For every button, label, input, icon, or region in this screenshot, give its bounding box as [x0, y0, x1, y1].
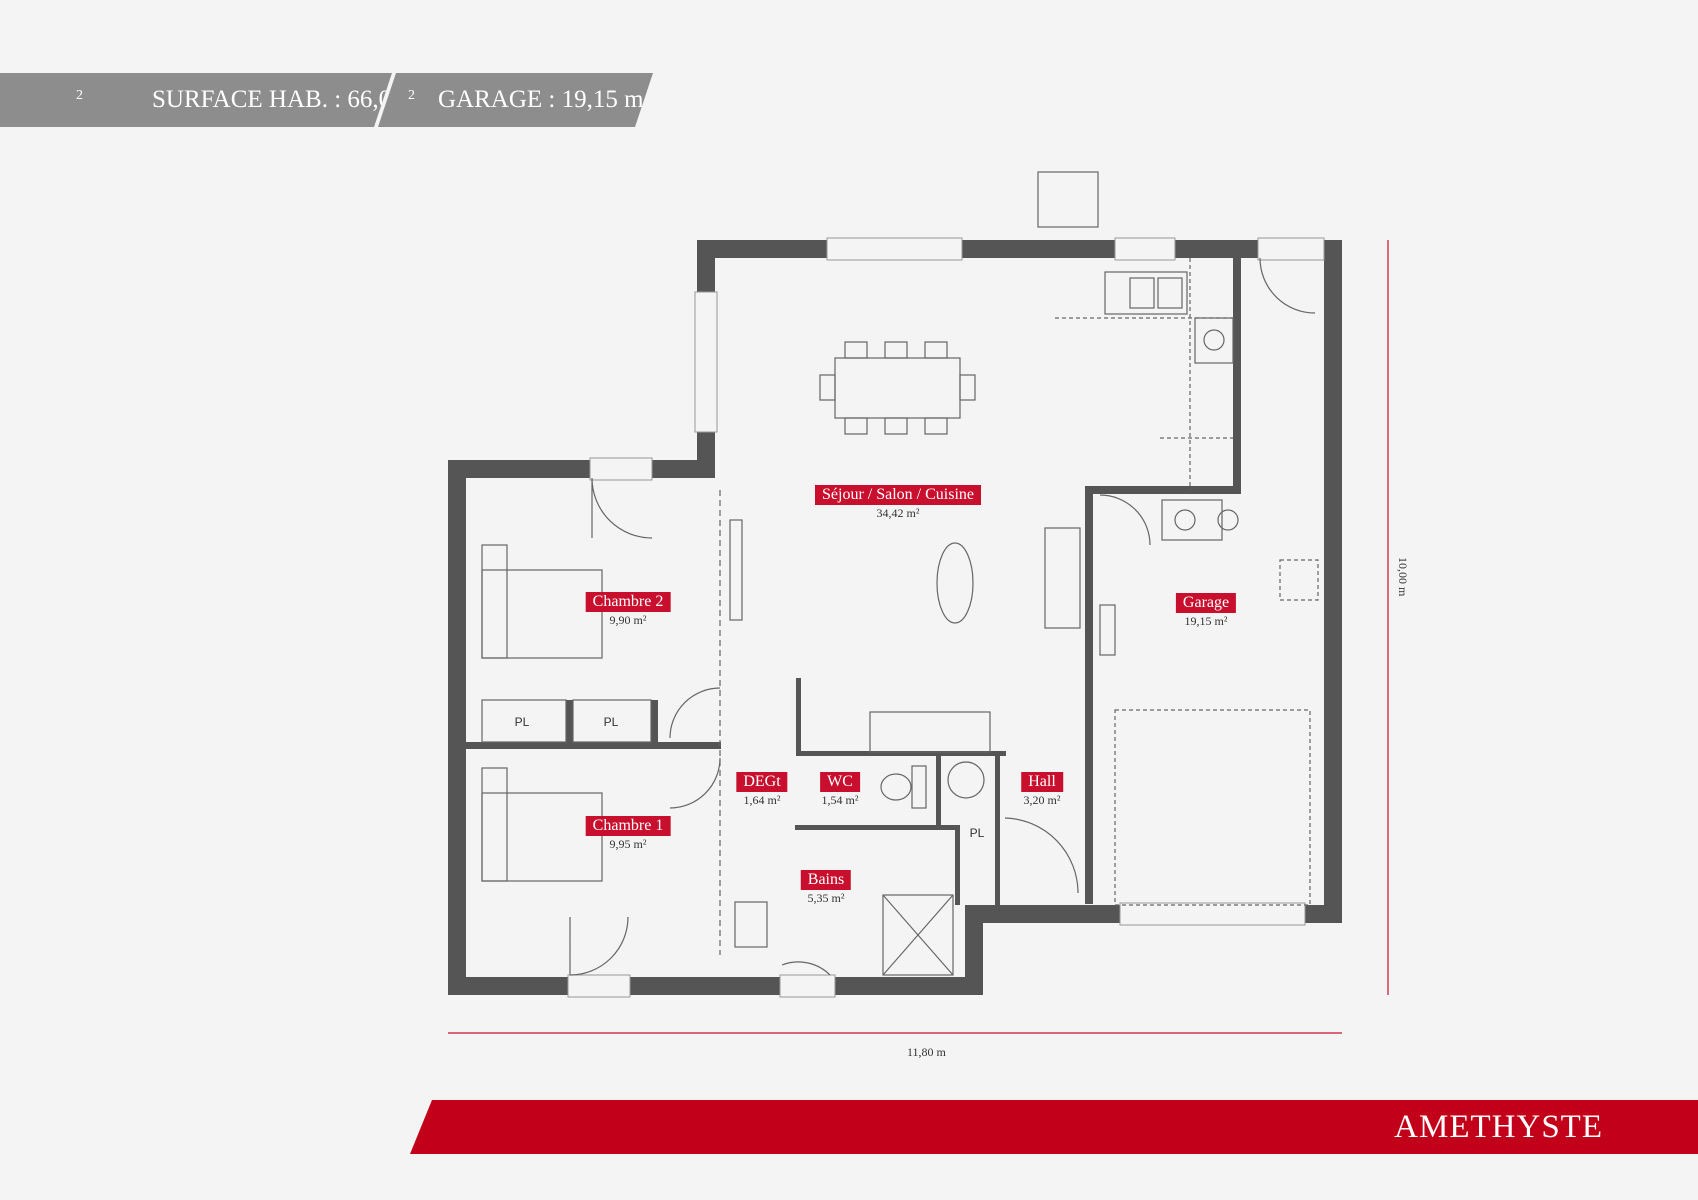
dimension-lines	[448, 240, 1389, 1034]
garage-unit-sup: 2	[408, 88, 415, 103]
room-bains: Bains 5,35 m²	[800, 870, 852, 907]
room-chambre-2-area: 9,90 m²	[609, 613, 647, 627]
room-garage-name: Garage	[1175, 593, 1237, 613]
room-wc: WC 1,54 m²	[820, 772, 860, 809]
room-bains-name: Bains	[800, 870, 852, 890]
room-garage-area: 19,15 m²	[1184, 614, 1228, 628]
depth-dimension-label: 10,00 m	[1396, 557, 1410, 597]
furniture-lines	[481, 171, 1319, 976]
width-dimension-label: 11,80 m	[907, 1045, 946, 1059]
room-chambre-2: Chambre 2 9,90 m²	[585, 592, 671, 629]
room-sejour-name: Séjour / Salon / Cuisine	[815, 485, 981, 505]
room-chambre-1-name: Chambre 1	[585, 816, 671, 836]
room-hall-area: 3,20 m²	[1023, 793, 1061, 807]
room-chambre-1-area: 9,95 m²	[609, 837, 647, 851]
room-hall-name: Hall	[1021, 772, 1063, 792]
room-sejour-area: 34,42 m²	[876, 506, 920, 520]
interior-walls	[466, 258, 1241, 906]
model-name: AMETHYSTE	[1394, 1109, 1603, 1145]
room-chambre-2-name: Chambre 2	[585, 592, 671, 612]
room-bains-area: 5,35 m²	[807, 891, 845, 905]
room-hall: Hall 3,20 m²	[1021, 772, 1063, 809]
room-chambre-1: Chambre 1 9,95 m²	[585, 816, 671, 853]
placard-label-1: PL	[514, 715, 530, 729]
room-garage: Garage 19,15 m²	[1175, 593, 1237, 630]
surface-unit-sup: 2	[76, 88, 83, 103]
windows	[567, 237, 1325, 998]
placard-label-3: PL	[969, 826, 985, 840]
room-wc-area: 1,54 m²	[821, 793, 859, 807]
placard-label-2: PL	[603, 715, 619, 729]
model-name-banner: AMETHYSTE	[410, 1100, 1698, 1154]
room-wc-name: WC	[820, 772, 860, 792]
room-degt: DEGt 1,64 m²	[736, 772, 788, 809]
room-degt-area: 1,64 m²	[743, 793, 781, 807]
room-sejour: Séjour / Salon / Cuisine 34,42 m²	[815, 485, 981, 522]
room-degt-name: DEGt	[736, 772, 788, 792]
garage-surface-text: GARAGE : 19,15 m	[438, 86, 644, 113]
garage-surface-badge: GARAGE : 19,15 m 2	[378, 73, 653, 127]
